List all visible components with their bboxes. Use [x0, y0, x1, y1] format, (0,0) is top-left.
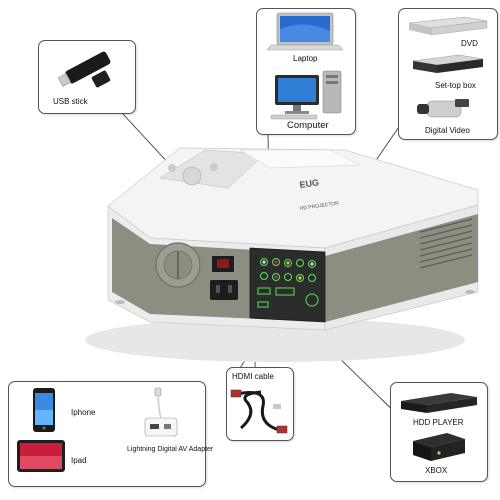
io-panel [249, 247, 326, 323]
video-sources-box: DVD Set-top box Digital Video [398, 8, 498, 140]
iphone-icon [33, 388, 55, 432]
computer-box: Laptop Computer [256, 8, 356, 135]
model-logo: HD PROJECTOR [299, 201, 339, 212]
game-devices-box: HDD PLAYER XBOX [390, 382, 488, 482]
ipad-icon [17, 440, 65, 472]
iphone-label: Iphone [71, 408, 96, 417]
computer-label: Computer [287, 120, 329, 131]
usb-stick-box: USB stick [38, 40, 136, 114]
set-top-box-label: Set-top box [435, 81, 476, 90]
dvd-label: DVD [461, 39, 478, 48]
hdmi-cable-box: HDMI cable [226, 367, 294, 441]
digital-video-label: Digital Video [425, 126, 470, 135]
hdmi-cable-label: HDMI cable [232, 372, 274, 381]
xbox-label: XBOX [425, 466, 448, 475]
xbox-icon [413, 433, 465, 461]
usb-stick-label: USB stick [53, 97, 88, 106]
lightning-adapter-icon [144, 387, 178, 437]
laptop-icon [266, 12, 344, 51]
hdd-player-icon [401, 393, 477, 413]
ipad-label: Ipad [71, 456, 87, 465]
set-top-box-icon [412, 54, 484, 73]
usb-stick-icon [57, 51, 111, 88]
computer-icon [270, 70, 342, 120]
lightning-adapter-label: Lightning Digital AV Adapter [127, 446, 214, 453]
brand-logo: EUG [299, 177, 320, 190]
power-socket [210, 280, 238, 300]
hdd-player-label: HDD PLAYER [413, 418, 464, 427]
hdmi-cable-icon [230, 389, 288, 434]
dvd-player-icon [408, 16, 488, 36]
apple-devices-box: Iphone Ipad Lightning Digital AV Adapter [8, 381, 213, 487]
video-camera-icon [417, 99, 469, 118]
laptop-label: Laptop [293, 54, 318, 63]
